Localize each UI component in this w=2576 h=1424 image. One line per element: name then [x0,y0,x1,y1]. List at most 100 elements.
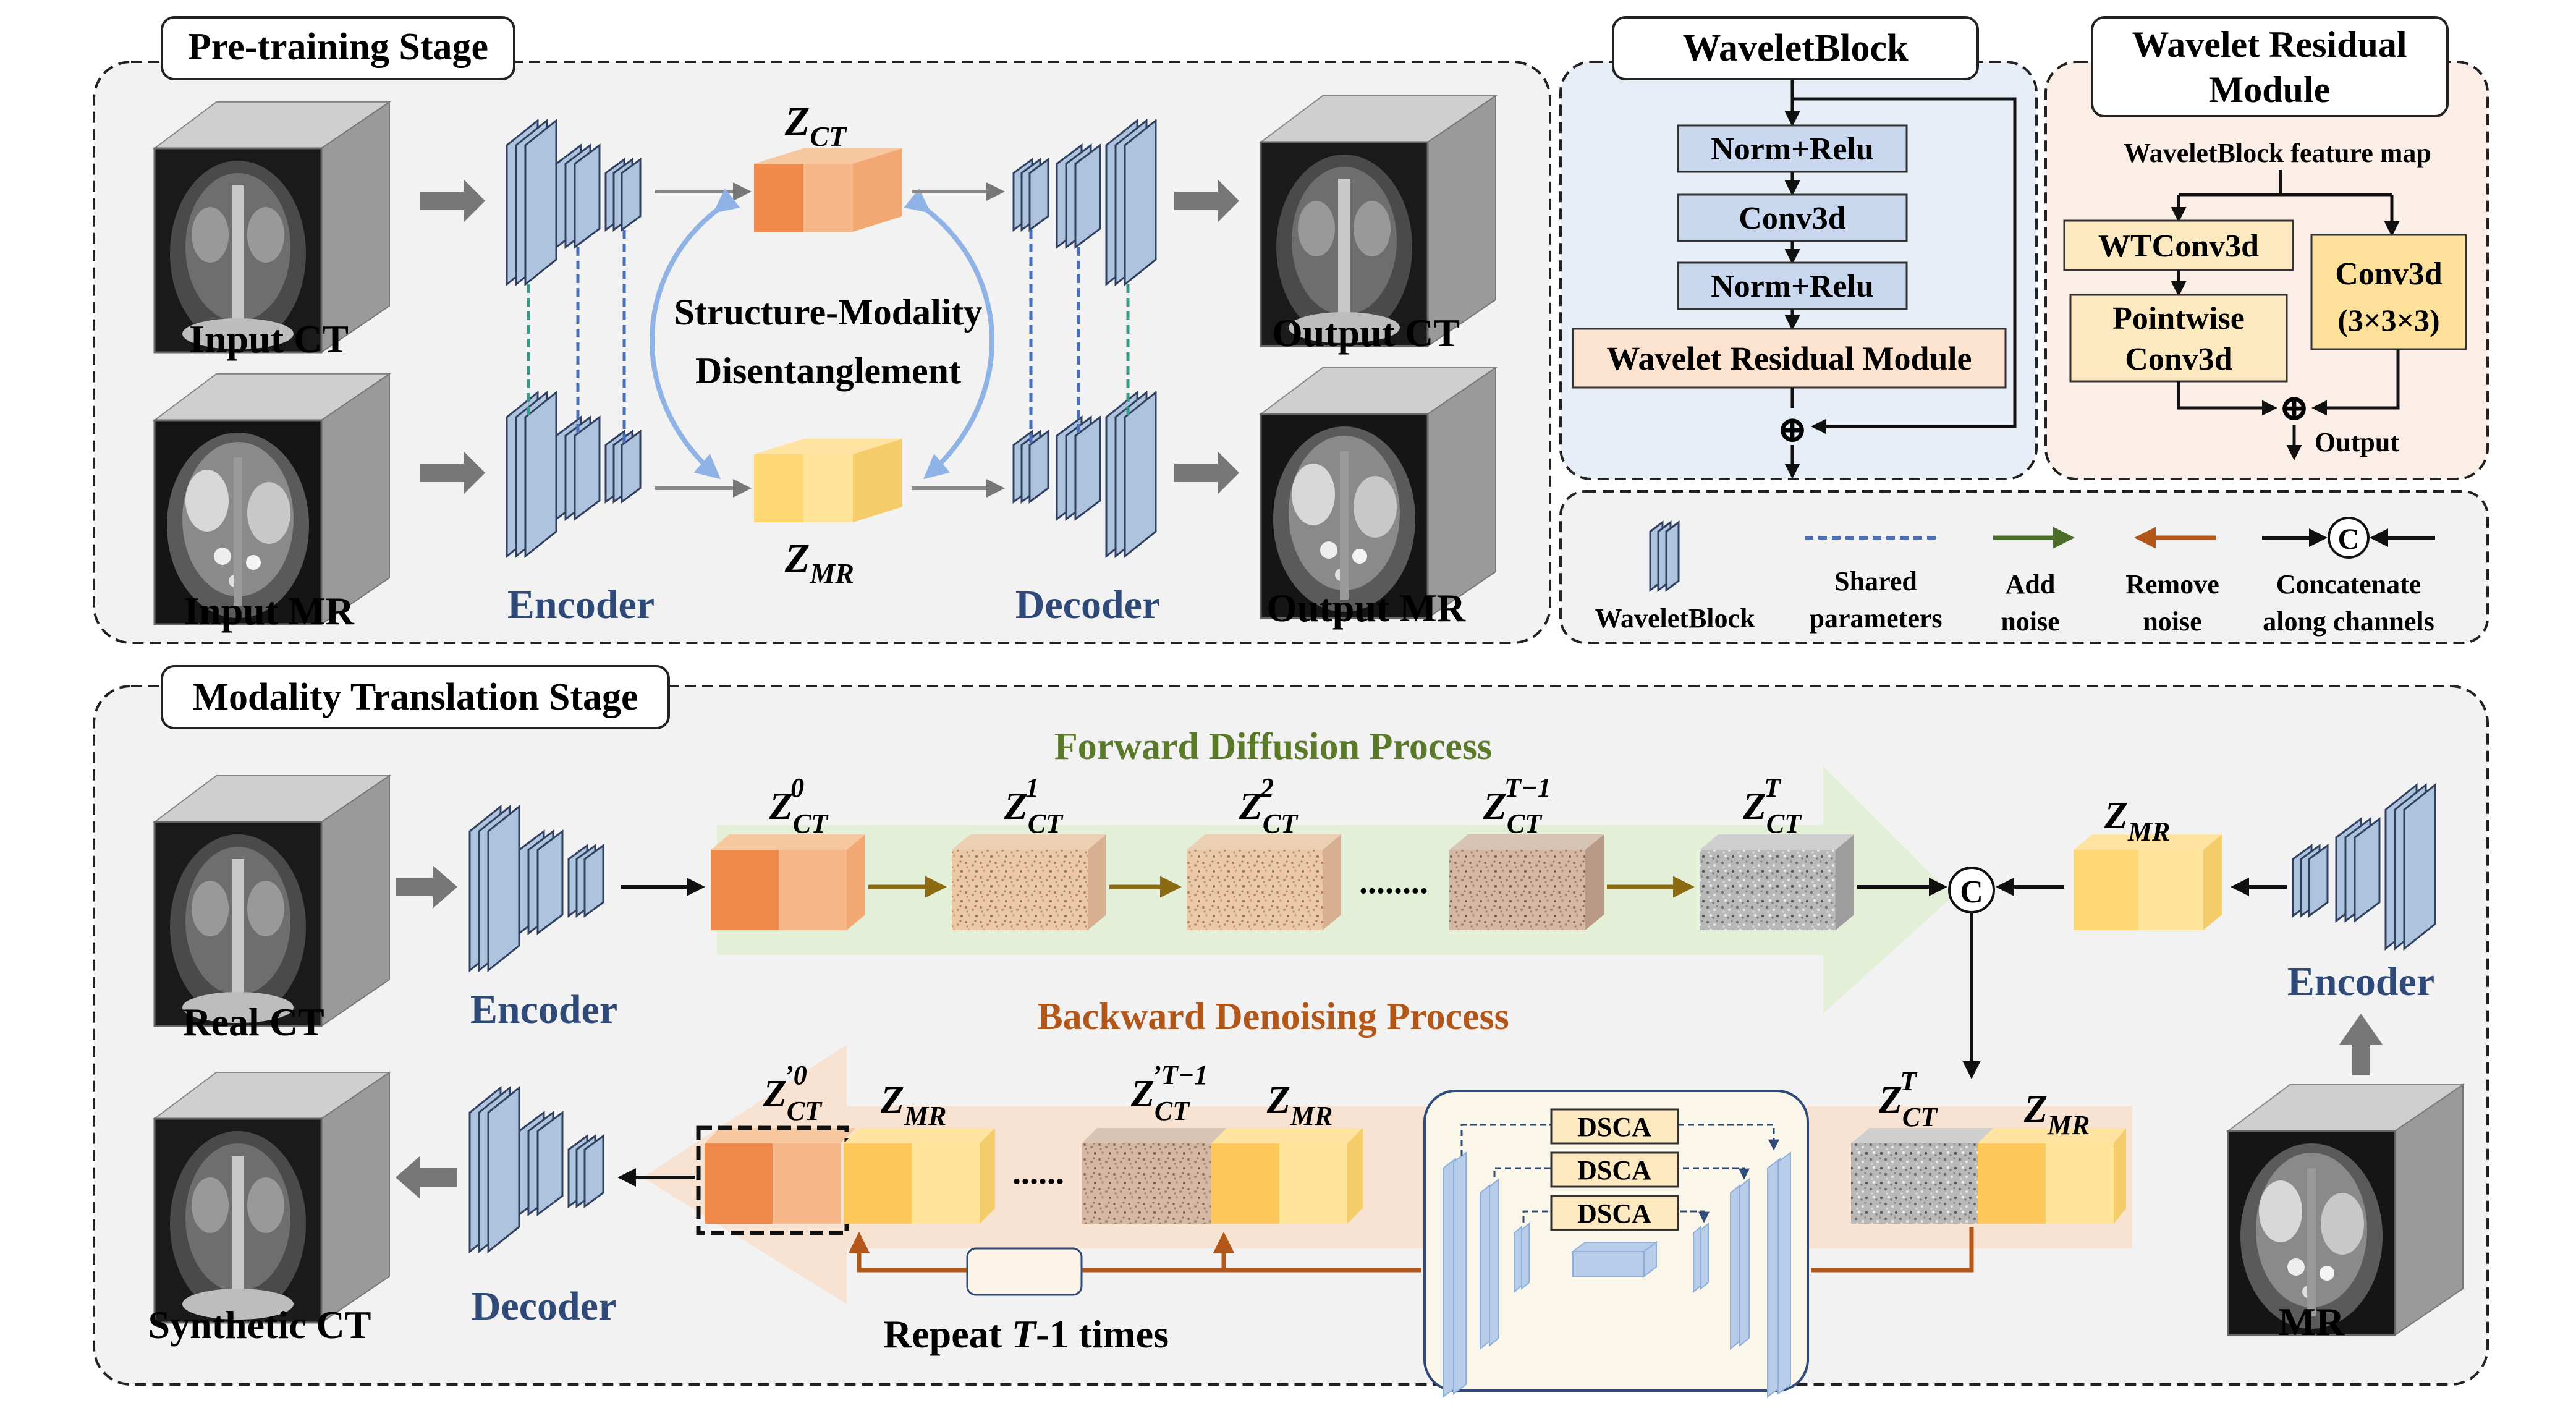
output-ct-arrow [1174,179,1239,222]
translation-encoder-right-label: Encoder [2287,959,2434,1004]
waveletblock-panel: WaveletBlock Norm+Relu Conv3d Norm+Relu … [1559,16,2038,480]
zt1-cube [1449,834,1604,930]
translation-decoder-blocks [468,1085,604,1254]
encoder-bottom-blocks [506,390,642,559]
output-ct-label: Output CT [1272,311,1460,355]
z1-label: ZCT1 [1004,773,1064,839]
output-mr-arrow [1174,451,1239,494]
legend-waveletblock-icon [1649,520,1680,592]
zmr-bottom-cube [1978,1128,2126,1224]
z1-cube [952,834,1106,930]
disentangle-line1: Structure-Modality [674,292,983,333]
synthetic-ct-volume [153,1071,391,1324]
wrm-output: Output [2315,427,2399,457]
disentangle-line2: Disentanglement [695,350,961,391]
output-mr-volume [1259,367,1498,619]
unet-blocks [1443,1151,1791,1398]
z2-label: ZCT2 [1239,773,1299,839]
encoder-top-blocks [506,118,642,287]
wrm-title-line2: Module [2209,69,2331,110]
mr-volume [2226,1083,2465,1336]
legend-waveletblock: WaveletBlock [1595,603,1755,634]
z-mr-cube [754,439,902,522]
remove-noise-path-right [1811,1227,1974,1273]
zprime-0-cube [705,1128,856,1224]
translation-encoder-right-blocks [2292,782,2436,951]
zprime-0-label: ZCT’0 [763,1060,823,1126]
legend-concat-line1: Concatenate [2276,569,2421,600]
wb-norm-relu-2: Norm+Relu [1711,269,1874,304]
dsca-1: DSCA [1577,1112,1651,1142]
z0-label: ZCT0 [769,773,829,839]
input-ct-label: Input CT [189,317,349,361]
translation-panel: Modality Translation Stage Forward Diffu… [93,665,2489,1398]
zmr-mid-label: ZMR [1266,1079,1332,1131]
decoder-bottom-blocks [1012,390,1157,559]
wb-plus-icon: ⊕ [1777,409,1808,450]
zmr-left-label: ZMR [880,1079,946,1131]
decoder-top-blocks [1012,118,1157,287]
input-ct-arrow [420,179,485,222]
real-ct-arrow [396,865,457,909]
wrm-pointwise-line2: Conv3d [2125,342,2232,377]
svg-text:C: C [2338,523,2360,556]
wrm-feature-map: WaveletBlock feature map [2124,138,2431,168]
wrm-pointwise-line1: Pointwise [2112,301,2245,336]
dsca-3: DSCA [1577,1198,1651,1229]
synthetic-ct-arrow [396,1156,457,1199]
input-ct-volume [153,101,391,354]
disentangle-arc-left [650,188,740,480]
z-ct-cube [754,148,902,232]
z2-cube [1187,834,1341,930]
dsca-1-box [1550,1108,1679,1145]
zt-cube [1700,834,1854,930]
zt-bottom-label: ZCTT [1878,1066,1938,1132]
input-mr-volume [153,373,391,625]
disentangle-arc-right [904,188,994,480]
legend-add-line2: noise [2001,606,2059,637]
synthetic-ct-label: Synthetic CT [148,1303,371,1347]
wb-norm-relu-1-box [1677,124,1908,173]
z-ct-label: ZCT [784,99,847,152]
dsca-2-box [1550,1151,1679,1188]
repeat-box [966,1247,1083,1296]
pretraining-decoder-label: Decoder [1015,582,1161,627]
input-mr-label: Input MR [184,589,354,633]
legend-add-line1: Add [2006,569,2056,600]
wrm-panel: Wavelet Residual Module WaveletBlock fea… [2044,16,2489,480]
pretraining-title: Pre-training Stage [188,26,488,68]
forward-label: Forward Diffusion Process [1054,726,1492,768]
forward-dots: ........ [1359,863,1428,901]
mr-label: MR [2279,1300,2345,1344]
wb-conv3d-box [1677,193,1908,242]
wrm-wtconv: WTConv3d [2098,229,2259,264]
backward-dots: ...... [1012,1153,1064,1192]
legend-remove-line2: noise [2143,606,2201,637]
waveletblock-title: WaveletBlock [1682,27,1909,69]
wrm-pointwise-box [2069,294,2288,383]
pretraining-encoder-label: Encoder [507,582,655,627]
legend-concat-icon [2328,517,2370,559]
legend-panel: WaveletBlock Shared parameters Add noise… [1559,490,2489,644]
zmr-bottom-label: ZMR [2023,1088,2090,1140]
translation-encoder-left-label: Encoder [470,987,617,1032]
real-ct-label: Real CT [182,1000,324,1044]
pretraining-panel: Pre-training Stage Input CT Input MR [93,16,1551,644]
z0-cube [711,834,865,930]
wrm-title-line1: Wavelet Residual [2132,24,2407,65]
wb-conv3d: Conv3d [1739,201,1845,236]
z-mr-label: ZMR [784,536,854,589]
wrm-conv3d-line1: Conv3d [2335,256,2442,292]
legend-concat-line2: along channels [2263,606,2434,637]
zmr-left-cube [844,1128,995,1224]
input-mr-arrow [420,451,485,494]
legend-remove-line1: Remove [2125,569,2219,600]
dsca-unet-box [1423,1090,1809,1392]
wb-norm-relu-1: Norm+Relu [1711,132,1874,167]
zt1-label: ZCTT−1 [1483,773,1551,839]
legend-shared-line1: Shared [1834,566,1917,596]
real-ct-volume [153,774,391,1027]
output-ct-volume [1259,95,1498,347]
translation-decoder-label: Decoder [472,1284,617,1329]
